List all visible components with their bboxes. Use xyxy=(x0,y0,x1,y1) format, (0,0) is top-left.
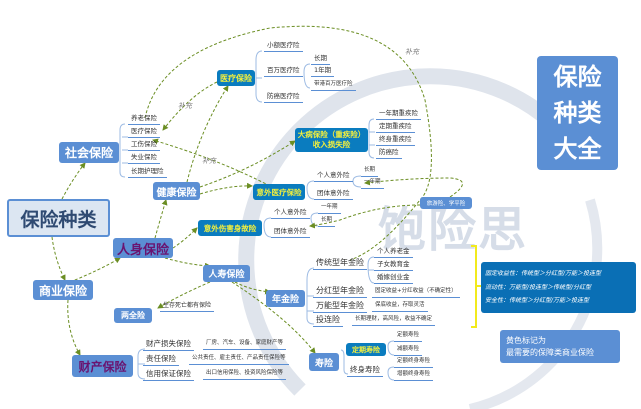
critical-item[interactable]: 定期重疾险 xyxy=(376,122,415,133)
social-item[interactable]: 失业保险 xyxy=(128,153,160,164)
supplement-note: 补充 xyxy=(202,157,216,165)
property-desc: 出口信用保险、投资风险保险等 xyxy=(203,369,287,380)
medical-item[interactable]: 防癌医疗险 xyxy=(264,92,303,103)
social-insurance-node[interactable]: 社会保险 xyxy=(59,142,119,163)
million-sub[interactable]: 带港百万医疗险 xyxy=(311,80,356,91)
life-insurance-node[interactable]: 人寿保险 xyxy=(203,265,250,282)
accident-medical-item[interactable]: 团体意外险 xyxy=(314,189,353,200)
dividend-desc: 固定收益+分红收益（不确定性） xyxy=(372,287,460,298)
accident-medical-item[interactable]: 个人意外险 xyxy=(314,171,353,182)
personal-insurance-node[interactable]: 人身保险 xyxy=(113,238,173,258)
comparison-liquidity: 流动性：万能型/投连型＞传统型/分红型 xyxy=(485,283,592,291)
term-life-sub[interactable]: 定额寿险 xyxy=(394,331,423,342)
accident-death-sub[interactable]: 长期 xyxy=(318,216,336,227)
critical-label-2: 收入损失险 xyxy=(312,140,351,149)
accident-medical-node[interactable]: 意外医疗保险 xyxy=(253,184,305,200)
accident-death-node[interactable]: 意外伤害身故险 xyxy=(198,220,262,236)
legend-note-line-2: 最需要的保障类商业保险 xyxy=(506,348,594,357)
critical-item[interactable]: 终身重疾险 xyxy=(376,135,415,146)
title-line-1: 保险 xyxy=(553,63,602,91)
million-sub[interactable]: 长期 xyxy=(311,54,330,65)
root-node[interactable]: 保险种类 xyxy=(7,199,110,237)
accident-medical-sub[interactable]: 一年期 xyxy=(361,178,384,189)
property-item[interactable]: 责任保险 xyxy=(143,353,179,366)
term-life-node[interactable]: 寿险 xyxy=(309,353,339,371)
medical-item[interactable]: 百万医疗险 xyxy=(264,66,303,77)
property-item[interactable]: 财产损失保险 xyxy=(143,338,194,351)
health-insurance-node[interactable]: 健康保险 xyxy=(153,182,200,200)
annuity-type[interactable]: 分红型年金险 xyxy=(313,285,367,298)
critical-item[interactable]: 一年期重疾险 xyxy=(376,109,421,120)
social-item[interactable]: 医疗保险 xyxy=(128,127,160,138)
accident-death-item[interactable]: 个人意外险 xyxy=(271,208,310,219)
annuity-node[interactable]: 年金险 xyxy=(266,290,305,307)
social-item[interactable]: 养老保险 xyxy=(128,114,160,125)
whole-life-sub[interactable]: 定额终身寿险 xyxy=(394,357,434,368)
critical-label-1: 大病保险（重疾险） xyxy=(297,130,366,139)
term-life-highlight-node[interactable]: 定期寿险 xyxy=(346,343,386,356)
title-line-3: 大全 xyxy=(553,135,602,163)
linked-desc: 长期理财，高风险，收益不确定 xyxy=(352,315,436,326)
million-sub[interactable]: 1年期 xyxy=(311,66,335,77)
legend-note-box: 黄色标记为 最需要的保障类商业保险 xyxy=(500,330,620,363)
social-item[interactable]: 长期护理险 xyxy=(128,167,167,178)
commercial-insurance-node[interactable]: 商业保险 xyxy=(33,280,93,300)
property-item[interactable]: 信用保证保险 xyxy=(143,368,194,381)
traditional-sub[interactable]: 个人养老金 xyxy=(374,247,413,258)
accident-death-sub[interactable]: 一年期 xyxy=(318,203,341,214)
travel-student-node[interactable]: 旅游险、学平险 xyxy=(420,197,472,209)
annuity-type[interactable]: 传统型年金险 xyxy=(313,257,367,270)
comparison-box: 固定收益性：传统型＞分红型/万能＞投连型 流动性：万能型/投连型＞传统型/分红型… xyxy=(481,262,636,313)
endowment-node[interactable]: 两全险 xyxy=(114,308,152,323)
property-desc: 厂房、汽车、设备、家庭财产等 xyxy=(203,339,287,350)
title-line-2: 种类 xyxy=(553,99,602,127)
medical-insurance-node[interactable]: 医疗保险 xyxy=(217,70,255,86)
critical-item[interactable]: 防癌险 xyxy=(376,148,402,159)
supplement-note: 补充 xyxy=(405,48,419,56)
comparison-fixed-income: 固定收益性：传统型＞分红型/万能＞投连型 xyxy=(485,270,602,277)
social-item[interactable]: 工伤保险 xyxy=(128,140,160,151)
title-box: 保险 种类 大全 xyxy=(537,56,618,170)
accident-medical-sub[interactable]: 长期 xyxy=(361,166,379,177)
whole-life-item[interactable]: 终身寿险 xyxy=(347,364,383,377)
comparison-safety: 安全性：传统型＞分红型/万能＞投连型 xyxy=(485,297,590,304)
property-desc: 公共责任、雇主责任、产品责任保险等 xyxy=(189,354,289,365)
medical-item[interactable]: 小额医疗险 xyxy=(264,41,303,52)
universal-desc: 保底收益，存取灵活 xyxy=(372,301,428,312)
endowment-desc: 生存死亡都有保险 xyxy=(160,301,215,312)
annuity-type[interactable]: 投连险 xyxy=(313,314,343,327)
term-life-sub[interactable]: 减额寿险 xyxy=(394,345,423,356)
traditional-sub[interactable]: 婚嫁创业金 xyxy=(374,273,413,284)
supplement-note: 补充 xyxy=(178,102,192,110)
critical-illness-node[interactable]: 大病保险（重疾险） 收入损失险 xyxy=(295,128,368,152)
watermark-text: 饱险思 xyxy=(378,202,529,258)
whole-life-sub[interactable]: 增额终身寿险 xyxy=(394,370,434,381)
property-insurance-node[interactable]: 财产保险 xyxy=(72,355,133,377)
annuity-type[interactable]: 万能型年金险 xyxy=(313,300,367,313)
traditional-sub[interactable]: 子女教育金 xyxy=(374,260,413,271)
accident-death-item[interactable]: 团体意外险 xyxy=(271,227,310,238)
legend-note-line-1: 黄色标记为 xyxy=(506,336,546,345)
